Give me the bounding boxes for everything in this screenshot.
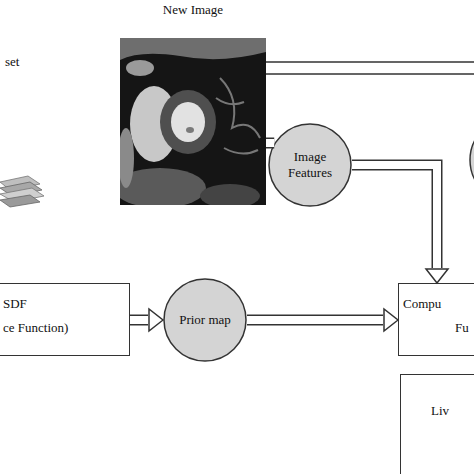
process-box: Liv [400,374,474,474]
output-arrow-bar [264,62,474,74]
node-title: SDF [3,296,27,312]
cropped-label: set [5,54,19,70]
process-box: SDF ce Function) [0,283,130,356]
node-title: Liv [431,403,449,419]
node-title: Image Features [275,149,345,181]
node-title: New Image [110,2,276,18]
hollow-arrow [266,143,274,144]
cropped-circle [470,118,474,202]
image-panel: New Image [120,38,266,205]
node-text: ce Function) [3,320,68,336]
hollow-arrow [130,309,163,331]
hollow-arrow [247,309,398,331]
dataset-stack-illustration [0,176,44,207]
node-title: Prior map [170,312,240,328]
hollow-arrow [352,165,448,283]
mri-image [120,38,266,205]
process-circle: Prior map [163,278,247,362]
node-title: Compu [403,296,441,312]
process-circle: Image Features [268,123,352,207]
node-text: Fu [455,320,469,336]
process-box: CompuFu [398,283,474,356]
